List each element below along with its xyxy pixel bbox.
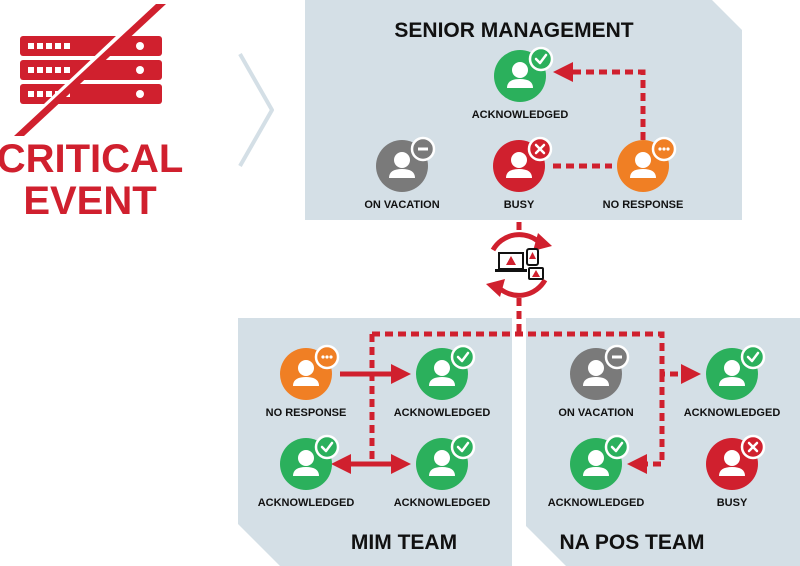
user-icon	[506, 152, 532, 178]
devices-alert-icon	[495, 248, 544, 280]
status-node-sm-vacation: ON VACATION	[364, 136, 440, 211]
user-icon	[630, 152, 656, 178]
user-icon	[719, 360, 745, 386]
status-label: NO RESPONSE	[266, 407, 347, 419]
user-icon	[719, 450, 745, 476]
status-node-sm-noresp: NO RESPONSE	[603, 136, 684, 211]
status-node-mim-ack3: ACKNOWLEDGED	[394, 434, 491, 509]
senior-management-title: SENIOR MANAGEMENT	[394, 19, 633, 42]
user-icon	[583, 360, 609, 386]
event-title-line1: CRITICAL	[0, 137, 183, 181]
check-badge-icon	[450, 344, 476, 370]
status-node-na-busy: BUSY	[706, 434, 766, 509]
check-badge-icon	[314, 434, 340, 460]
status-label: BUSY	[504, 199, 535, 211]
user-icon	[293, 360, 319, 386]
connectors	[369, 62, 701, 474]
user-icon	[583, 450, 609, 476]
status-label: ON VACATION	[364, 199, 439, 211]
status-label: ACKNOWLEDGED	[258, 497, 355, 509]
solid-connectors	[330, 364, 411, 474]
user-icon	[429, 450, 455, 476]
user-icon	[507, 62, 533, 88]
ellipsis-badge-icon	[651, 136, 677, 162]
status-node-na-ack2: ACKNOWLEDGED	[548, 434, 645, 509]
ellipsis-badge-icon	[314, 344, 340, 370]
check-badge-icon	[450, 434, 476, 460]
x-badge-icon	[527, 136, 553, 162]
check-badge-icon	[528, 46, 554, 72]
status-node-na-vacation: ON VACATION	[558, 344, 634, 419]
mim-team-title: MIM TEAM	[351, 531, 457, 554]
user-icon	[429, 360, 455, 386]
status-label: ACKNOWLEDGED	[394, 407, 491, 419]
minus-badge-icon	[410, 136, 436, 162]
na-pos-team-title: NA POS TEAM	[559, 531, 704, 554]
status-label: ACKNOWLEDGED	[548, 497, 645, 509]
status-label: ACKNOWLEDGED	[684, 407, 781, 419]
user-icon	[389, 152, 415, 178]
x-badge-icon	[740, 434, 766, 460]
chevron-right-icon	[238, 53, 274, 167]
status-label: NO RESPONSE	[603, 199, 684, 211]
status-node-mim-noresp: NO RESPONSE	[266, 344, 347, 419]
status-label: BUSY	[717, 497, 748, 509]
status-node-mim-ack1: ACKNOWLEDGED	[394, 344, 491, 419]
check-badge-icon	[604, 434, 630, 460]
check-badge-icon	[740, 344, 766, 370]
status-node-na-ack1: ACKNOWLEDGED	[684, 344, 781, 419]
event-title-line2: EVENT	[23, 179, 156, 223]
server-rack-icon	[8, 2, 166, 138]
nodes-layer: ACKNOWLEDGED ON VACATION BUSY NO RESPONSE NO…	[258, 46, 781, 509]
minus-badge-icon	[604, 344, 630, 370]
status-label: ACKNOWLEDGED	[472, 109, 569, 121]
status-label: ACKNOWLEDGED	[394, 497, 491, 509]
user-icon	[293, 450, 319, 476]
status-node-sm-busy: BUSY	[493, 136, 553, 211]
status-label: ON VACATION	[558, 407, 633, 419]
status-node-sm-ack: ACKNOWLEDGED	[472, 46, 569, 121]
status-node-mim-ack2: ACKNOWLEDGED	[258, 434, 355, 509]
